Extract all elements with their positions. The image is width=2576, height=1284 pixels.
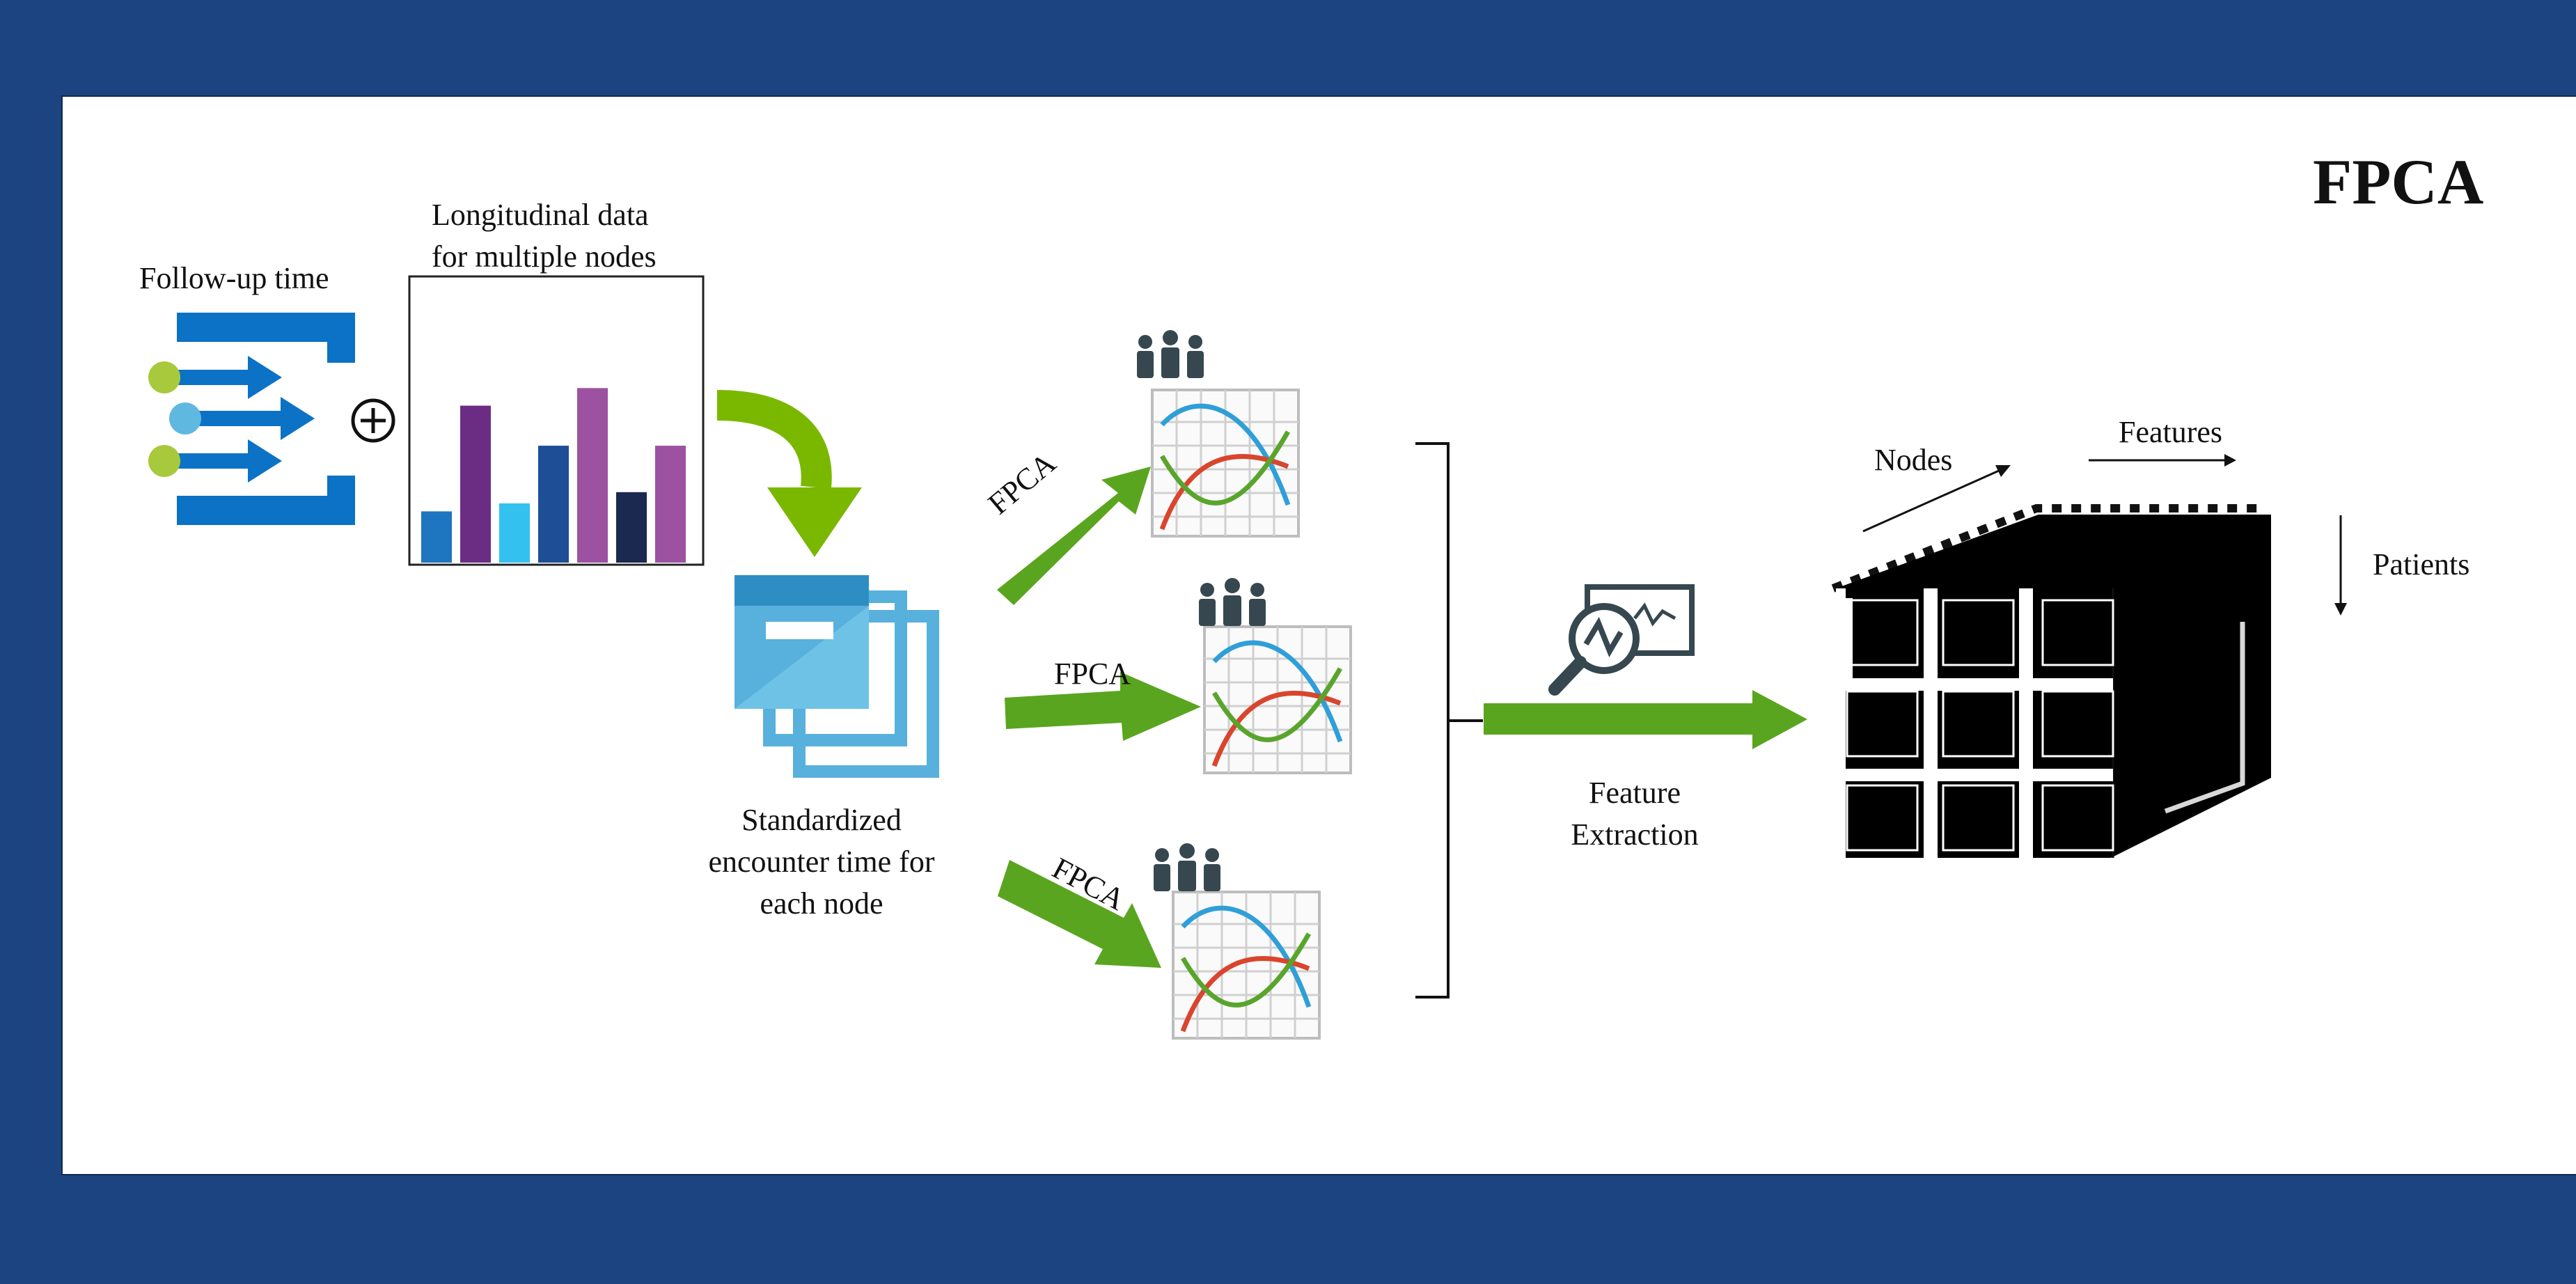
standardized-label-line3: each node [760, 886, 883, 921]
bar-3 [499, 503, 530, 563]
feature-extraction-line1: Feature [1589, 776, 1681, 810]
chart-top [1137, 330, 1298, 536]
feature-extraction-line2: Extraction [1571, 817, 1699, 852]
chart-bot [1154, 843, 1319, 1038]
nodes-label: Nodes [1874, 443, 1953, 477]
nodes-arrow [1862, 465, 2011, 533]
bar-6 [616, 492, 647, 563]
people-icon [1137, 330, 1204, 378]
people-icon [1199, 578, 1266, 626]
fpca-arrow-bot [998, 860, 1161, 968]
features-label: Features [2119, 415, 2223, 449]
data-cube-icon [1831, 504, 2271, 858]
bar-5 [577, 388, 608, 563]
fpca-arrow-mid [1005, 672, 1201, 741]
bar-4 [538, 446, 569, 563]
stacked-windows-icon [735, 575, 939, 778]
longitudinal-label-line2: for multiple nodes [432, 240, 657, 274]
curved-arrow-icon [716, 390, 862, 557]
standardized-label-line2: encounter time for [708, 845, 935, 879]
bar-2 [460, 405, 491, 563]
fpca-arrow-top [997, 467, 1151, 605]
longitudinal-label-line1: Longitudinal data [432, 198, 649, 232]
bar-chart-icon [408, 275, 705, 566]
follow-up-arrows-icon [148, 313, 355, 525]
features-arrow [2089, 454, 2236, 467]
diagram-title: FPCA [2313, 146, 2484, 217]
fpca-label-mid: FPCA [1054, 657, 1131, 691]
feature-extraction-arrow [1484, 690, 1807, 749]
analytics-magnifier-icon [1548, 584, 1695, 696]
bar-1 [421, 511, 452, 563]
patients-arrow [2334, 515, 2347, 616]
standardized-label-line1: Standardized [741, 803, 902, 837]
patients-label: Patients [2373, 547, 2470, 581]
people-icon [1154, 843, 1220, 891]
bracket [1415, 442, 1483, 999]
bar-7 [655, 446, 686, 563]
chart-mid [1199, 578, 1351, 773]
follow-up-label: Follow-up time [139, 261, 329, 295]
plus-circle-icon [351, 398, 395, 443]
